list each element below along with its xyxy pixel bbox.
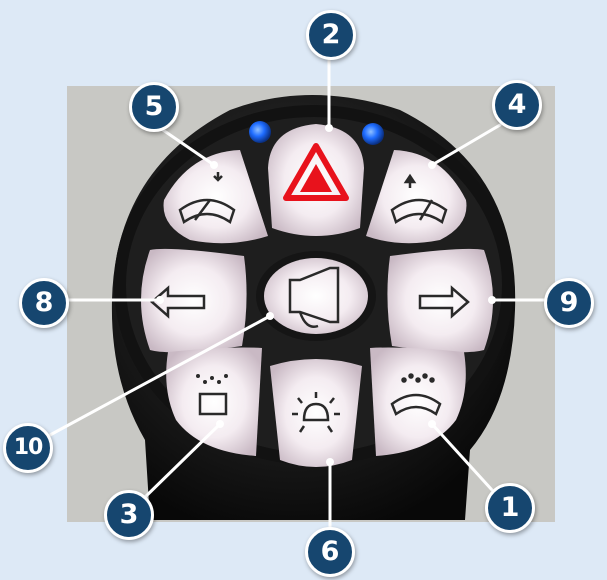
callout-5: 5 xyxy=(129,82,179,132)
callout-2: 2 xyxy=(306,10,356,60)
callout-3: 3 xyxy=(104,490,154,540)
left-led xyxy=(249,121,271,143)
callout-4: 4 xyxy=(492,80,542,130)
leader-dot-5 xyxy=(210,161,218,169)
leader-dot-8 xyxy=(156,296,164,304)
leader-dot-10 xyxy=(266,312,274,320)
right-led xyxy=(362,123,384,145)
callout-10: 10 xyxy=(3,423,53,473)
callout-8: 8 xyxy=(19,278,69,328)
leader-dot-4 xyxy=(428,161,436,169)
leader-dot-1 xyxy=(428,420,436,428)
callout-1: 1 xyxy=(485,483,535,533)
leader-dot-2 xyxy=(325,124,333,132)
callout-6: 6 xyxy=(305,527,355,577)
work-light-button[interactable] xyxy=(270,359,362,467)
leader-dot-6 xyxy=(326,458,334,466)
right-indicator-button[interactable] xyxy=(387,249,493,352)
hazard-button[interactable] xyxy=(268,124,364,236)
horn-button[interactable] xyxy=(256,251,376,341)
leader-dot-9 xyxy=(488,296,496,304)
callout-9: 9 xyxy=(544,278,594,328)
leader-dot-3 xyxy=(216,420,224,428)
